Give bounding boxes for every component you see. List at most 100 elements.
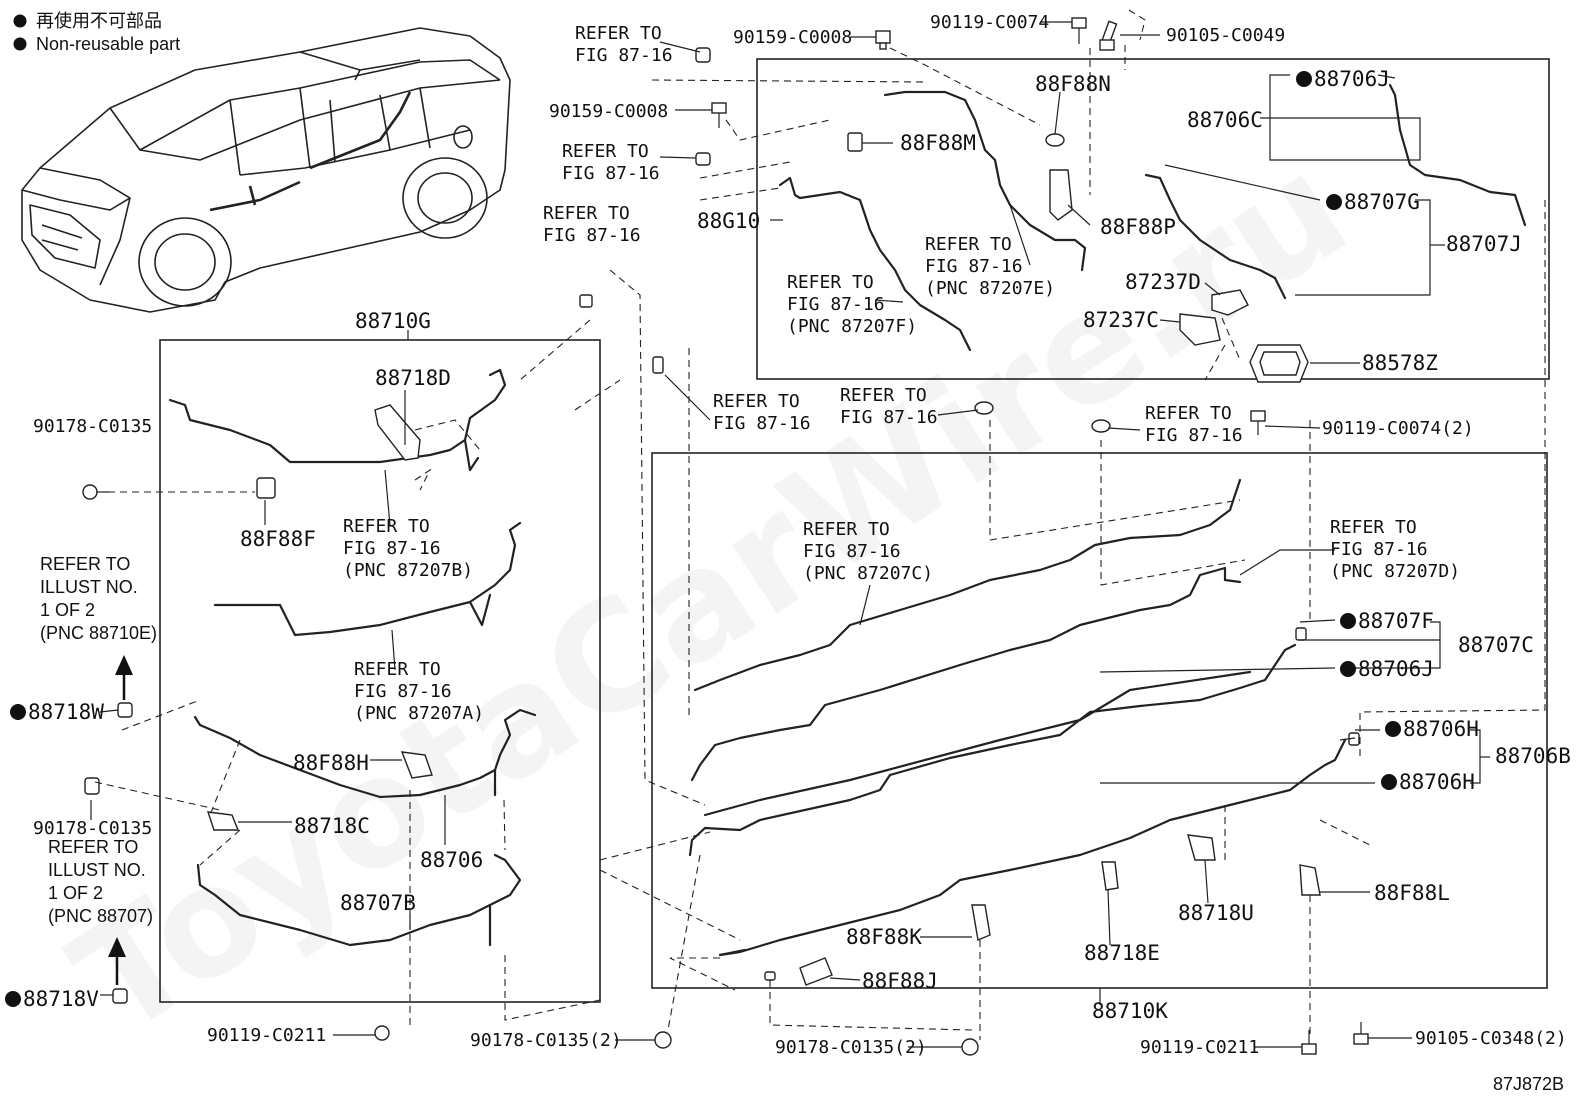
refer-label: FIG 87-16	[343, 538, 441, 559]
part-label: 90119-C0074	[930, 12, 1049, 33]
illust-note: (PNC 88710E)	[40, 623, 157, 643]
bracket-icon	[400, 751, 433, 779]
illust-note: (PNC 88707)	[48, 906, 153, 926]
part-label: 88F88K	[846, 925, 922, 949]
clip-icon	[1091, 419, 1111, 433]
clip-icon	[82, 484, 98, 500]
clip-icon	[652, 356, 664, 374]
refer-label: REFER TO	[1330, 517, 1417, 538]
part-label: 88718W	[28, 700, 104, 724]
illust-note: ILLUST NO.	[40, 577, 138, 597]
refer-label: FIG 87-16	[787, 294, 885, 315]
refer-label: REFER TO	[1145, 403, 1232, 424]
part-label: 88710G	[355, 309, 431, 333]
bracket-icon	[1049, 169, 1073, 221]
part-label: 88718E	[1084, 941, 1160, 965]
pnc-label: (PNC 87207A)	[354, 703, 484, 724]
part-label: 88707B	[340, 891, 416, 915]
clip-icon	[117, 702, 133, 718]
pnc-label: (PNC 87207B)	[343, 560, 473, 581]
pipes	[168, 83, 1527, 957]
leader-lines	[90, 21, 1490, 1048]
non-reusable-dot-icon	[1340, 613, 1356, 629]
clip-icon	[256, 477, 276, 499]
non-reusable-dot-icon	[1385, 721, 1401, 737]
part-label: 88707C	[1458, 633, 1534, 657]
refer-label: REFER TO	[787, 272, 874, 293]
refer-label: FIG 87-16	[543, 225, 641, 246]
non-reusable-dot-icon	[1326, 194, 1342, 210]
legend-jp: 再使用不可部品	[36, 11, 162, 31]
part-label: 88706J	[1314, 67, 1390, 91]
nut-icon	[374, 1025, 390, 1041]
illust-note: ILLUST NO.	[48, 860, 146, 880]
vehicle-illustration	[21, 27, 511, 313]
labels: REFER TO FIG 87-16 REFER TO FIG 87-16 RE…	[5, 12, 1571, 1094]
bracket-icon	[206, 811, 240, 831]
non-reusable-dot-icon	[10, 704, 26, 720]
bolt-icon	[1099, 20, 1118, 51]
bracket-icon	[374, 404, 421, 461]
up-arrow-icon	[115, 655, 133, 700]
clip-icon	[695, 152, 711, 166]
up-arrow-icon	[108, 937, 126, 985]
bolt-icon	[1353, 1022, 1369, 1045]
part-label: 88F88F	[240, 527, 316, 551]
refer-label: REFER TO	[562, 141, 649, 162]
part-label: 88707F	[1358, 609, 1434, 633]
bracket-icon	[1101, 861, 1119, 891]
part-label: 88G10	[697, 209, 760, 233]
refer-label: FIG 87-16	[354, 681, 452, 702]
part-label: 88707J	[1446, 232, 1522, 256]
pnc-label: (PNC 87207F)	[787, 316, 917, 337]
dashed-guides	[94, 9, 1546, 1040]
illust-note: 1 OF 2	[48, 883, 103, 903]
watermark: ToyotaCarWire.ru	[45, 121, 1377, 1070]
clip-icon	[1295, 627, 1307, 641]
clip-icon	[84, 777, 100, 795]
refer-label: REFER TO	[713, 391, 800, 412]
clip-icon	[112, 988, 128, 1004]
part-label: 88718C	[294, 814, 370, 838]
part-label: 90119-C0211	[1140, 1037, 1259, 1058]
refer-label: REFER TO	[803, 519, 890, 540]
refer-label: FIG 87-16	[803, 541, 901, 562]
nut-icon	[654, 1031, 672, 1049]
bracket-icon	[1179, 313, 1221, 346]
clip-icon	[579, 294, 593, 308]
refer-label: FIG 87-16	[1145, 425, 1243, 446]
part-label: 90105-C0049	[1166, 25, 1285, 46]
bracket-icon	[1299, 864, 1321, 896]
part-label: 88706J	[1358, 657, 1434, 681]
part-label: 90159-C0008	[733, 27, 852, 48]
part-label: 90178-C0135(2)	[470, 1030, 622, 1051]
part-label: 88718V	[23, 987, 99, 1011]
assembly-88710G-box	[159, 339, 601, 1003]
part-label: 88706B	[1495, 744, 1571, 768]
part-label: 90119-C0211	[207, 1025, 326, 1046]
non-reusable-dot-icon	[1296, 71, 1312, 87]
part-label: 88F88H	[293, 751, 369, 775]
bolt-icon	[1250, 410, 1266, 435]
legend-en: Non-reusable part	[36, 34, 180, 54]
part-label: 88718U	[1178, 901, 1254, 925]
fasteners	[82, 17, 1369, 1056]
part-label: 90178-C0135	[33, 818, 152, 839]
refer-label: FIG 87-16	[925, 256, 1023, 277]
part-label: 88F88P	[1100, 215, 1176, 239]
clip-icon	[974, 401, 994, 415]
illust-note: REFER TO	[48, 837, 138, 857]
clip-icon	[847, 132, 863, 152]
part-label: 88F88J	[862, 969, 938, 993]
refer-label: REFER TO	[575, 23, 662, 44]
diagram-code: 87J872B	[1493, 1074, 1564, 1094]
part-label: 87237D	[1125, 270, 1201, 294]
pnc-label: (PNC 87207E)	[925, 278, 1055, 299]
refer-label: REFER TO	[840, 385, 927, 406]
bolt-icon	[711, 102, 727, 128]
part-label: 88706	[420, 848, 483, 872]
refer-label: FIG 87-16	[713, 413, 811, 434]
upper-assembly-box	[756, 58, 1550, 380]
